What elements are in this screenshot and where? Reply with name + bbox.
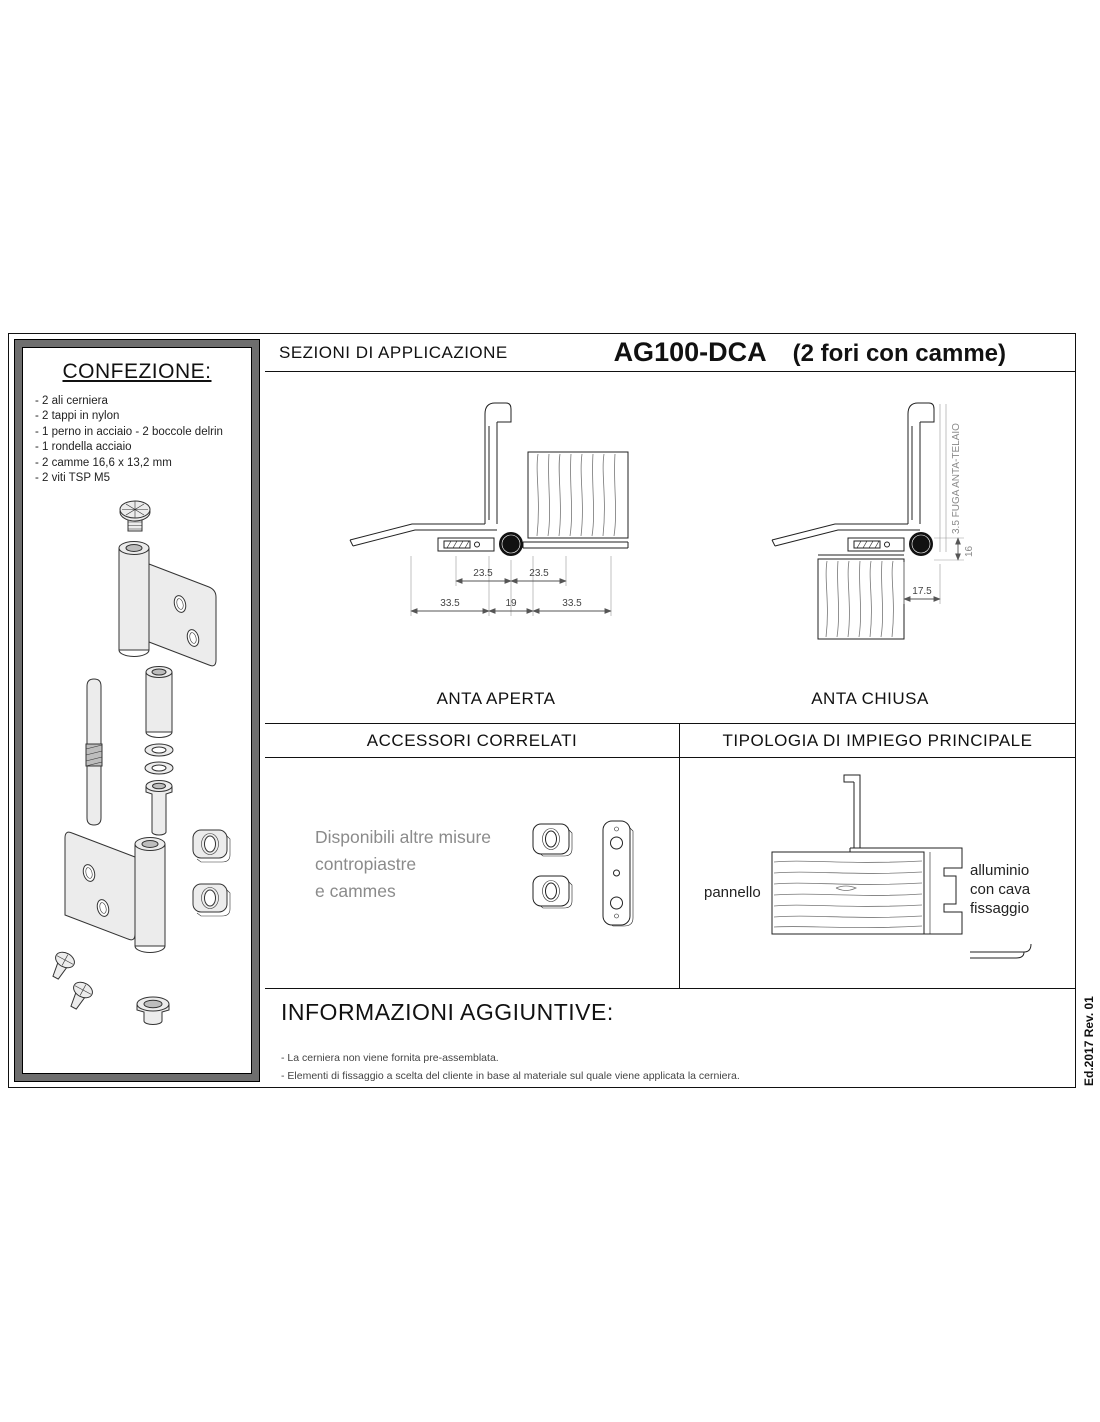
product-code: AG100-DCA (613, 337, 767, 367)
hinge-section (847, 537, 905, 552)
screw-icon (70, 982, 93, 1011)
drawing-frame: CONFEZIONE: - 2 ali cerniera - 2 tappi i… (8, 333, 1076, 1088)
frame-profile (771, 402, 935, 547)
accessori-note: Disponibili altre misure contropiastre e… (315, 827, 492, 902)
anta-aperta-drawing: 23.5 23.5 33.5 19 33.5 (349, 402, 629, 616)
bottom-profile (970, 943, 1032, 959)
cam-icon (192, 829, 231, 863)
anta-chiusa-drawing: 3.5 FUGA ANTA-TELAIO 16 17.5 (771, 402, 975, 640)
door-panel (817, 554, 905, 640)
cam-icon (532, 875, 573, 909)
offset-dim-label: 17.5 (912, 586, 932, 597)
screw-icon (119, 500, 151, 532)
anta-aperta-label: ANTA APERTA (436, 689, 556, 708)
bushing-upper (145, 666, 173, 739)
dim-label: 19 (505, 598, 517, 609)
info-items: - La cerniera non viene fornita pre-asse… (281, 1050, 1059, 1086)
application-sections: 23.5 23.5 33.5 19 33.5 ANTA APERTA (265, 372, 1075, 724)
brand-badge (909, 532, 933, 556)
accessori-title: ACCESSORI CORRELATI (265, 724, 679, 758)
hinge-wing-lower (64, 832, 166, 954)
confezione-item: - 2 tappi in nylon (35, 410, 120, 423)
confezione-item: - 1 perno in acciaio - 2 boccole delrin (35, 425, 223, 438)
info-title: INFORMAZIONI AGGIUNTIVE: (281, 999, 614, 1025)
dim-label: 33.5 (562, 598, 582, 609)
bushing-lower (145, 780, 173, 836)
cam-icon (532, 823, 573, 857)
screw-icon (52, 952, 75, 981)
counterplate-icon (602, 820, 634, 927)
tipologia-title: TIPOLOGIA DI IMPIEGO PRINCIPALE (680, 724, 1075, 758)
exploded-hinge-drawing (52, 500, 231, 1026)
aluminium-profile (843, 774, 963, 935)
gap-dim-label: 3.5 FUGA ANTA-TELAIO (951, 423, 962, 534)
edition-label: Ed.2017 Rev. 01 (1082, 996, 1096, 1086)
confezione-item: - 1 rondella acciaio (35, 441, 132, 454)
anta-chiusa-section: 3.5 FUGA ANTA-TELAIO 16 17.5 ANTA CHIUSA (700, 394, 1040, 709)
panel-section (771, 851, 925, 935)
dim-label: 23.5 (529, 568, 549, 579)
product-heading: AG100-DCA (2 fori con camme) (614, 337, 1006, 368)
tipologia-drawing (771, 774, 1032, 959)
middle-row: ACCESSORI CORRELATI Disponibili altre mi… (265, 724, 1075, 989)
confezione-panel-border: CONFEZIONE: - 2 ali cerniera - 2 tappi i… (15, 340, 259, 1081)
confezione-item: - 2 viti TSP M5 (35, 472, 110, 485)
brand-badge (499, 532, 523, 556)
height-dim-label: 16 (964, 545, 975, 557)
anta-aperta-section: 23.5 23.5 33.5 19 33.5 ANTA APERTA (320, 394, 672, 709)
confezione-item: - 2 ali cerniera (35, 395, 108, 407)
hinge-wing-upper (118, 541, 217, 667)
confezione-panel: CONFEZIONE: - 2 ali cerniera - 2 tappi i… (14, 339, 260, 1082)
tipologia-cell: TIPOLOGIA DI IMPIEGO PRINCIPALE (680, 724, 1075, 988)
dim-label: 33.5 (440, 598, 460, 609)
section-title: SEZIONI DI APPLICAZIONE (279, 342, 508, 362)
panel-label: pannello (704, 884, 761, 901)
dimension-lines: 23.5 23.5 33.5 19 33.5 (410, 556, 612, 616)
right-area: SEZIONI DI APPLICAZIONE AG100-DCA (2 for… (265, 334, 1075, 1087)
door-panel (522, 451, 629, 549)
accessories-drawing (532, 820, 634, 927)
anta-chiusa-label: ANTA CHIUSA (811, 689, 929, 708)
confezione-list: - 2 ali cerniera - 2 tappi in nylon - 1 … (35, 394, 251, 486)
product-variant: (2 fori con camme) (792, 340, 1006, 367)
dim-label: 23.5 (473, 568, 493, 579)
hinge-pin (85, 678, 103, 826)
info-item: - La cerniera non viene fornita pre-asse… (281, 1052, 499, 1064)
confezione-title: CONFEZIONE: (62, 360, 212, 383)
dimension-lines: 3.5 FUGA ANTA-TELAIO 16 17.5 (903, 404, 975, 604)
header-row: SEZIONI DI APPLICAZIONE AG100-DCA (2 for… (265, 334, 1075, 372)
aluminium-label: alluminio con cava fissaggio (970, 862, 1031, 917)
accessori-cell: ACCESSORI CORRELATI Disponibili altre mi… (265, 724, 680, 988)
washer-icon (144, 743, 174, 775)
additional-info: INFORMAZIONI AGGIUNTIVE: - La cerniera n… (265, 989, 1075, 1087)
frame-profile (349, 402, 512, 547)
cam-icon (192, 883, 231, 917)
hinge-section (437, 537, 495, 552)
cap-icon (136, 996, 170, 1026)
info-item: - Elementi di fissaggio a scelta del cli… (281, 1069, 740, 1082)
confezione-item: - 2 camme 16,6 x 13,2 mm (35, 456, 172, 469)
